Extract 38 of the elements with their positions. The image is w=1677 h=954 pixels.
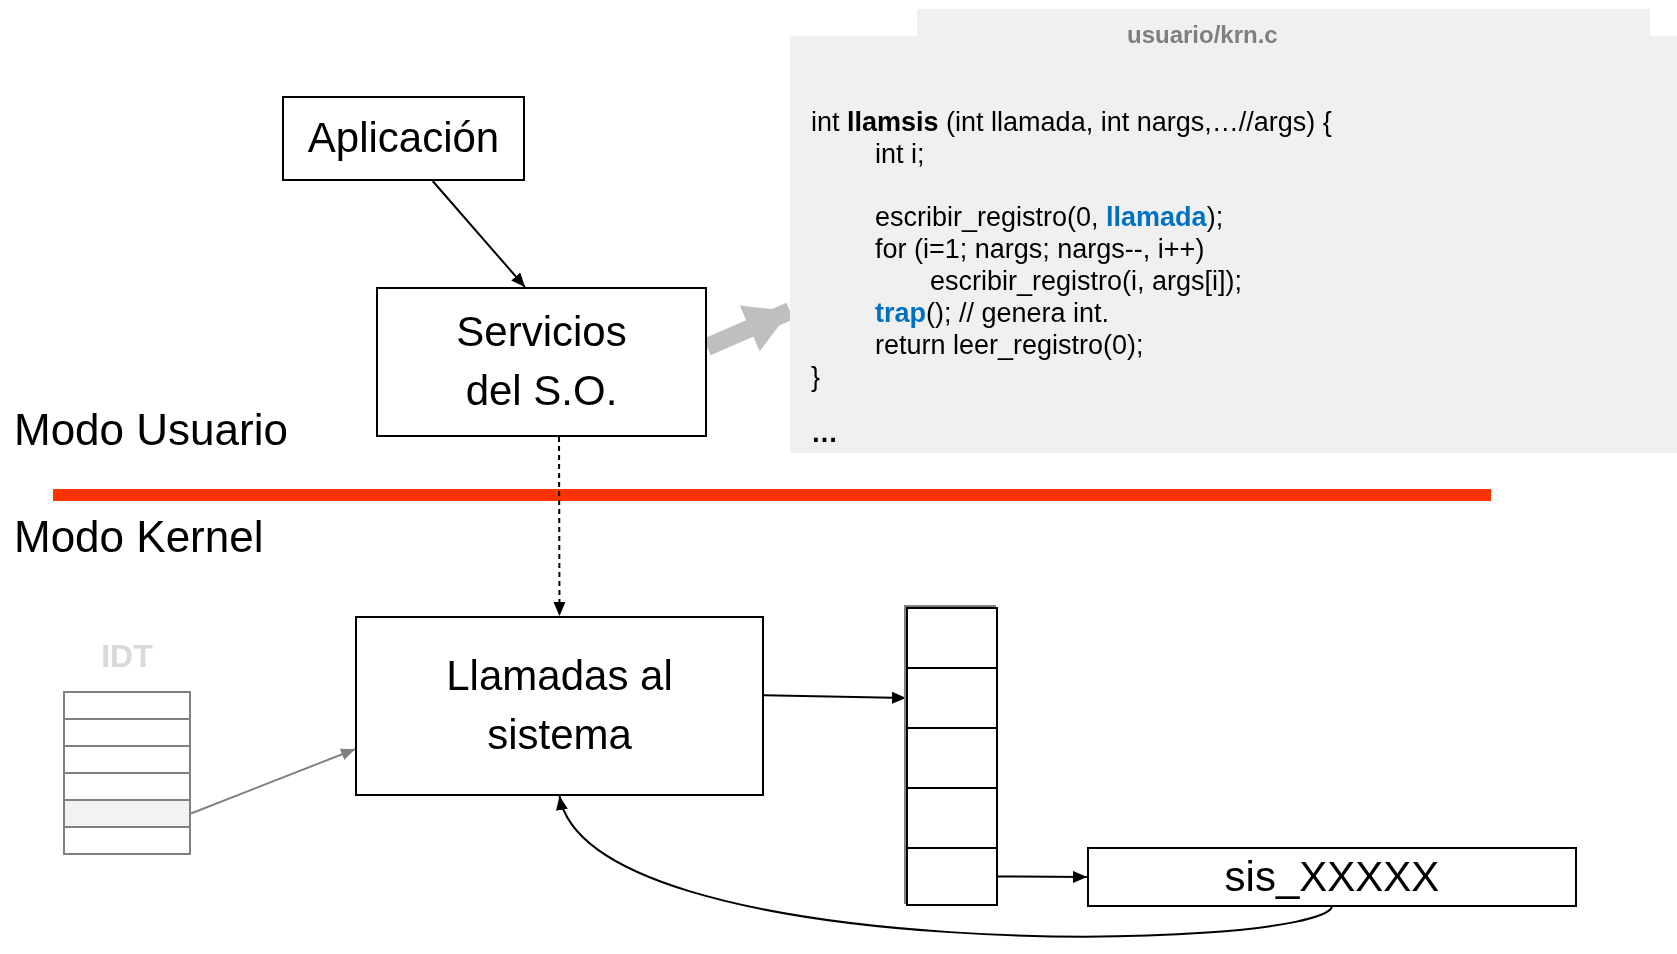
code-line: escribir_registro(0, llamada); xyxy=(875,201,1224,233)
table-row xyxy=(63,745,191,774)
code-line: int llamsis (int llamada, int nargs,…//args) { xyxy=(811,106,1332,138)
file-name: usuario/krn.c xyxy=(1127,21,1278,49)
mode-label: Modo Kernel xyxy=(14,512,264,562)
code-line: … xyxy=(811,417,838,449)
code-line: for (i=1; nargs; nargs--, i++) xyxy=(875,233,1205,265)
box-label: Servicios del S.O. xyxy=(455,307,628,416)
mode-label: Modo Usuario xyxy=(14,405,288,455)
arrow xyxy=(558,795,1333,938)
service-box xyxy=(376,287,707,437)
arrow xyxy=(997,870,1088,883)
box-label: Aplicación xyxy=(307,113,500,164)
table-row xyxy=(63,799,191,828)
table-row xyxy=(906,787,998,849)
arrow xyxy=(190,748,356,815)
box-label: sis_XXXXX xyxy=(1224,851,1440,902)
table-row xyxy=(63,772,191,801)
arrow xyxy=(763,691,907,704)
code-panel xyxy=(790,9,1677,453)
table-row xyxy=(906,727,998,789)
code-line: escribir_registro(i, args[i]); xyxy=(930,265,1243,297)
table-row xyxy=(63,826,191,855)
box-label: Llamadas al sistema xyxy=(445,651,674,760)
function-box xyxy=(1087,847,1577,907)
table-row xyxy=(63,718,191,747)
code-line: } xyxy=(811,361,821,393)
syscall-box xyxy=(355,616,764,796)
code-line: trap(); // genera int. xyxy=(875,297,1110,329)
table-row xyxy=(906,607,998,669)
app-box xyxy=(282,96,525,181)
table-row xyxy=(63,691,191,720)
arrow xyxy=(431,180,526,288)
code-line: return leer_registro(0); xyxy=(875,329,1144,361)
code-line: int i; xyxy=(875,138,925,170)
table-row xyxy=(906,847,998,906)
arrow xyxy=(553,436,566,617)
table-row xyxy=(906,667,998,729)
